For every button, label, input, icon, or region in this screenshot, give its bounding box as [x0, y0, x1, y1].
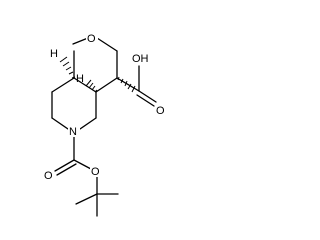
bond-c8a-c8	[51, 77, 75, 93]
bond-ccooh-o-double-b	[136, 94, 155, 107]
bond-c2-c3	[96, 37, 118, 52]
bond-ccarb-o-double-a	[54, 159, 75, 172]
hash-bond-c4a-h	[85, 79, 98, 93]
atom-nitrogen: N	[69, 126, 77, 138]
atom-bridgehead-h-top: H	[50, 48, 58, 60]
atom-labels: O H H OH O N O O	[44, 31, 165, 182]
bond-c4-c4a	[95, 77, 118, 93]
atom-carbamate-carbonyl-oxygen: O	[44, 170, 53, 182]
chemical-structure-diagram: O H H OH O N O O	[44, 31, 165, 217]
atom-bridgehead-h-mid: H	[76, 73, 84, 85]
hash-bond-c8a-h	[59, 56, 76, 79]
bond-o-c2	[72, 37, 89, 45]
bond-ccarb-o-double-b	[56, 163, 77, 176]
atom-carbamate-ester-oxygen: O	[91, 166, 100, 178]
bond-ccarb-oester	[73, 159, 92, 170]
atom-ring-oxygen: O	[87, 33, 96, 45]
atom-acid-hydroxyl: OH	[132, 53, 149, 65]
bond-ccooh-o-double-a	[138, 90, 157, 103]
bonds	[51, 37, 157, 217]
bond-n-c5	[79, 117, 97, 130]
atom-acid-carbonyl-oxygen: O	[156, 105, 165, 117]
stereo-hash-bonds	[59, 56, 136, 93]
hash-bond-c4-cooh	[117, 76, 136, 93]
bond-c7-n	[51, 117, 69, 130]
bond-c4-ccooh	[116, 77, 140, 92]
bond-ctbu-me3	[75, 193, 98, 205]
